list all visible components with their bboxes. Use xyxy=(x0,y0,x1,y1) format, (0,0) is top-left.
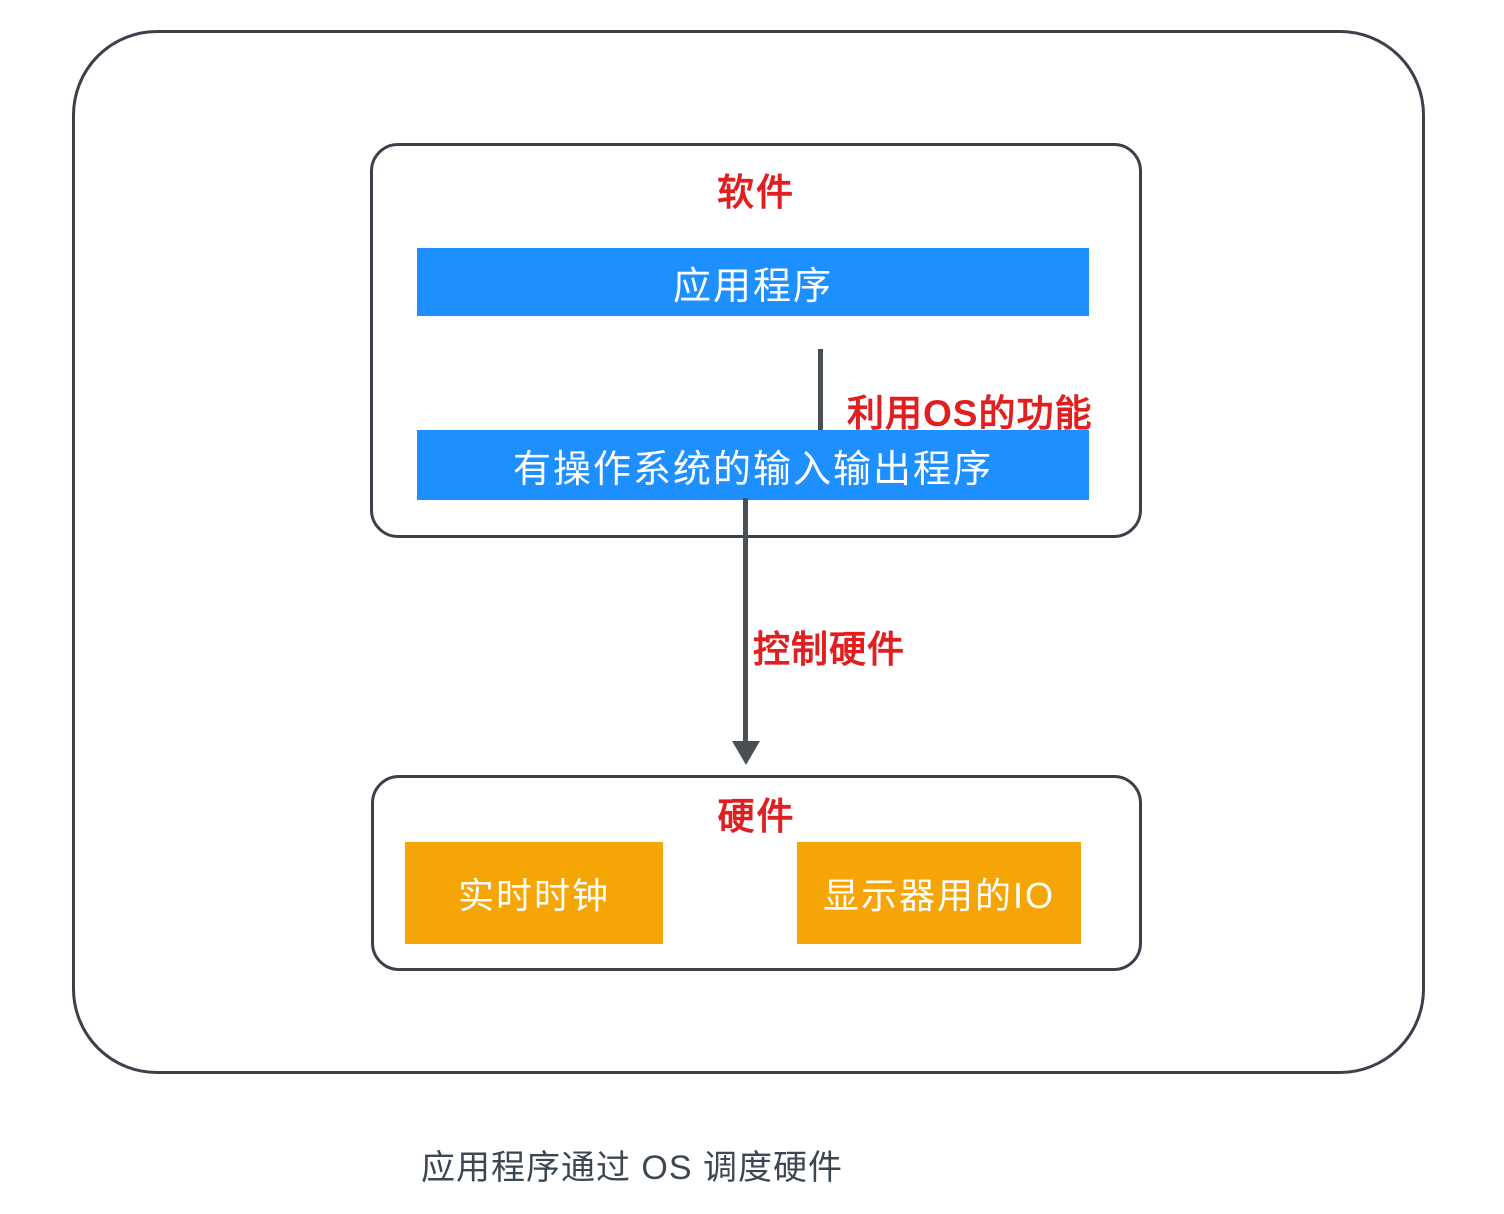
os-call-arrow-label: 利用OS的功能 xyxy=(847,393,1093,434)
hardware-group-title: 硬件 xyxy=(717,796,796,837)
software-group-title: 软件 xyxy=(717,172,795,213)
hardware-control-arrow-line xyxy=(743,498,748,744)
realtime-clock-box-label: 实时时钟 xyxy=(457,875,610,916)
hardware-group-box: 硬件 实时时钟 显示器用的IO xyxy=(371,775,1142,971)
diagram-caption: 应用程序通过 OS 调度硬件 xyxy=(420,1149,844,1187)
os-io-program-box: 有操作系统的输入输出程序 xyxy=(417,430,1089,500)
hardware-control-arrow-head-icon xyxy=(732,741,760,765)
system-container-box: 软件 应用程序 利用OS的功能 有操作系统的输入输出程序 控制硬件 硬件 实时时… xyxy=(72,30,1425,1074)
realtime-clock-box: 实时时钟 xyxy=(405,842,663,944)
hardware-control-arrow-label: 控制硬件 xyxy=(753,629,905,670)
software-group-box: 软件 应用程序 利用OS的功能 有操作系统的输入输出程序 xyxy=(370,143,1142,538)
display-io-box: 显示器用的IO xyxy=(797,842,1081,944)
os-io-program-box-label: 有操作系统的输入输出程序 xyxy=(512,448,993,491)
os-call-arrow-line xyxy=(818,349,823,440)
application-box: 应用程序 xyxy=(417,248,1089,316)
display-io-box-label: 显示器用的IO xyxy=(822,875,1055,916)
application-box-label: 应用程序 xyxy=(672,265,833,308)
